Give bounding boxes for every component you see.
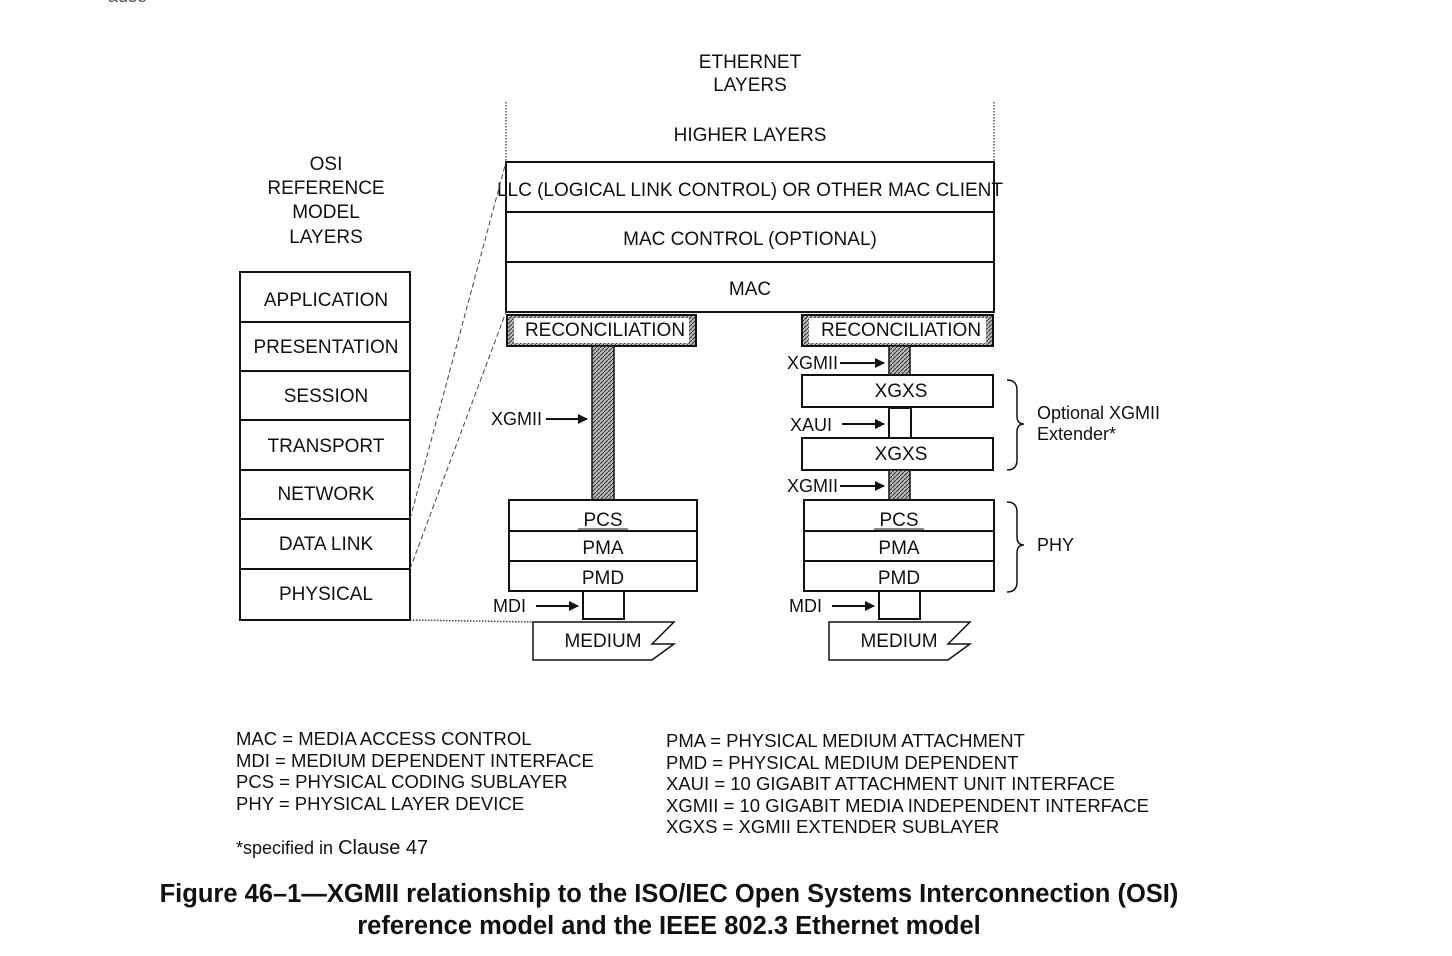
figure-caption-line2: reference model and the IEEE 802.3 Ether… xyxy=(357,912,981,940)
left-reconciliation-inner xyxy=(514,318,689,343)
legend-mac: MAC = MEDIA ACCESS CONTROL xyxy=(236,728,532,749)
right-pma-label: PMA xyxy=(878,538,920,559)
osi-layer-session-label: SESSION xyxy=(284,386,368,407)
osi-layer-application-label: APPLICATION xyxy=(264,290,388,311)
osi-layer-physical-label: PHYSICAL xyxy=(279,584,373,605)
right-medium-label: MEDIUM xyxy=(860,631,937,652)
legend-xgxs: XGXS = XGMII EXTENDER SUBLAYER xyxy=(666,816,1000,837)
osi-header-line4: LAYERS xyxy=(289,227,363,248)
left-pma-box xyxy=(508,530,698,562)
footnote: *specified in Clause 47 xyxy=(236,837,428,860)
right-pcs-label: PCS xyxy=(879,510,918,531)
page-stub-text: ause xyxy=(108,0,147,7)
llc-label: LLC (LOGICAL LINK CONTROL) OR OTHER MAC … xyxy=(497,180,1003,201)
left-pcs-box xyxy=(508,499,698,532)
left-medium-shape xyxy=(532,621,677,661)
legend-mdi: MDI = MEDIUM DEPENDENT INTERFACE xyxy=(236,749,594,771)
footnote-clause-link[interactable]: Clause 47 xyxy=(338,837,429,859)
osi-layer-presentation xyxy=(239,321,411,372)
osi-layer-physical xyxy=(239,568,411,621)
osi-layer-network-label: NETWORK xyxy=(277,484,374,505)
llc-box xyxy=(505,161,995,213)
left-xgmii-bus xyxy=(591,345,615,501)
osi-layer-data-link-label: DATA LINK xyxy=(279,534,374,555)
left-medium-label: MEDIUM xyxy=(564,631,641,652)
legend-pcs: PCS = PHYSICAL CODING SUBLAYER xyxy=(236,771,568,792)
right-reconciliation-label: RECONCILIATION xyxy=(821,320,981,341)
legend-right: PMA = PHYSICAL MEDIUM ATTACHMENT PMD = P… xyxy=(666,730,1149,838)
right-pcs-box xyxy=(803,499,995,532)
right-xaui-connector xyxy=(888,407,912,439)
left-mdi-connector xyxy=(582,590,625,620)
right-xgxs-bottom-box xyxy=(801,437,994,471)
right-phy-stack: RECONCILIATION XGMII XGXS XAUI XGXS XGMI… xyxy=(787,314,995,661)
left-xgmii-label: XGMII xyxy=(491,409,542,429)
osi-layer-session xyxy=(239,370,411,421)
right-xaui-label: XAUI xyxy=(790,415,832,435)
osi-header-line3: MODEL xyxy=(292,202,360,223)
mac-control-box xyxy=(505,211,995,263)
right-pmd-label: PMD xyxy=(878,568,920,589)
right-xgmii-bottom-label: XGMII xyxy=(787,476,838,496)
osi-stack: APPLICATION PRESENTATION SESSION TRANSPO… xyxy=(239,271,411,621)
left-pmd-box xyxy=(508,560,698,592)
extender-brace-label-line2: Extender* xyxy=(1037,424,1116,444)
legend-xgmii: XGMII = 10 GIGABIT MEDIA INDEPENDENT INT… xyxy=(666,794,1149,816)
ethernet-header-line2: LAYERS xyxy=(713,75,787,96)
mac-control-label: MAC CONTROL (OPTIONAL) xyxy=(623,229,877,250)
left-pmd-label: PMD xyxy=(582,568,624,589)
right-xgmii-bottom-bus xyxy=(888,469,911,501)
left-pcs-label: PCS xyxy=(583,510,622,531)
figure-caption: Figure 46–1—XGMII relationship to the IS… xyxy=(0,878,1338,942)
right-xgmii-top-label: XGMII xyxy=(787,353,838,373)
right-xgxs-top-box xyxy=(801,374,994,408)
osi-layer-data-link xyxy=(239,518,411,570)
extender-brace-label-line1: Optional XGMII xyxy=(1037,403,1160,423)
right-medium-shape xyxy=(828,621,973,661)
left-mdi-label: MDI xyxy=(493,596,526,616)
left-phy-stack: RECONCILIATION XGMII PCS PMA PMD MDI MED… xyxy=(491,314,698,661)
right-reconciliation-inner xyxy=(809,318,986,343)
phy-brace-label: PHY xyxy=(1037,535,1074,555)
right-xgmii-top-bus xyxy=(888,345,911,376)
right-mdi-label: MDI xyxy=(789,596,822,616)
map-line-datalink-top xyxy=(409,161,507,520)
osi-layer-presentation-label: PRESENTATION xyxy=(254,337,399,358)
map-line-physical-bottom xyxy=(409,619,535,623)
ethernet-layer-diagram: ETHERNET LAYERS HIGHER LAYERS LLC (LOGIC… xyxy=(239,52,1160,661)
footnote-prefix: *specified in xyxy=(236,838,339,858)
legend-left: MAC = MEDIA ACCESS CONTROL MDI = MEDIUM … xyxy=(236,728,594,814)
phy-brace xyxy=(1006,501,1025,593)
map-line-datalink-bottom xyxy=(409,311,507,570)
mac-box xyxy=(505,261,995,313)
legend-xaui: XAUI = 10 GIGABIT ATTACHMENT UNIT INTERF… xyxy=(666,773,1116,794)
legend-phy: PHY = PHYSICAL LAYER DEVICE xyxy=(236,792,525,814)
extender-brace xyxy=(1006,379,1025,471)
osi-layer-transport-label: TRANSPORT xyxy=(268,436,385,457)
osi-header-line2: REFERENCE xyxy=(267,178,384,199)
ethernet-header-line1: ETHERNET xyxy=(699,52,802,73)
right-xgxs-top-label: XGXS xyxy=(875,381,928,402)
higher-layers-label: HIGHER LAYERS xyxy=(674,125,827,146)
right-mdi-connector xyxy=(878,590,921,620)
legend-pma: PMA = PHYSICAL MEDIUM ATTACHMENT xyxy=(666,730,1025,751)
mac-label: MAC xyxy=(729,279,771,300)
figure-caption-line1: Figure 46–1—XGMII relationship to the IS… xyxy=(159,880,1179,908)
left-reconciliation-label: RECONCILIATION xyxy=(525,320,685,341)
osi-layer-application xyxy=(239,271,411,323)
left-pma-label: PMA xyxy=(582,538,624,559)
osi-header-line1: OSI xyxy=(310,154,343,175)
right-xgxs-bottom-label: XGXS xyxy=(875,444,928,465)
legend-pmd: PMD = PHYSICAL MEDIUM DEPENDENT xyxy=(666,751,1019,773)
